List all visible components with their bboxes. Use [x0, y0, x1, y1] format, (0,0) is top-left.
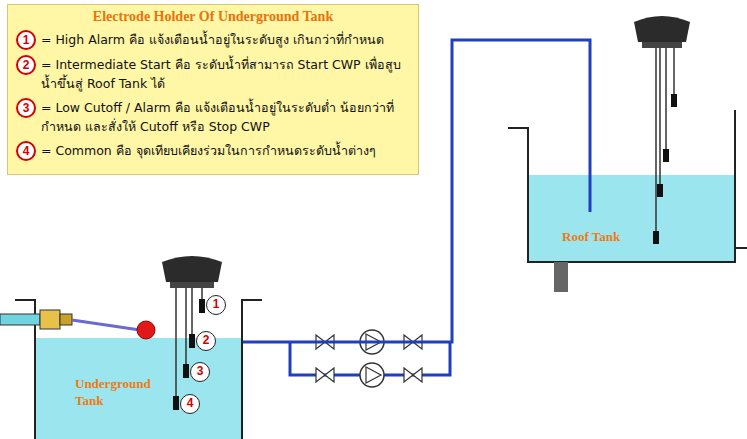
callout-number-text: 4 — [181, 395, 199, 412]
tank-wall — [508, 110, 747, 262]
tank-label: Underground Tank — [75, 375, 155, 409]
callout-number: 4 — [16, 141, 36, 161]
legend-row: 3 = Low Cutoff / Alarm คือ แจ้งเตือนน้ำอย… — [16, 98, 410, 136]
underground-tank: Underground Tank 1 2 3 4 — [35, 285, 243, 439]
callout-number-text: 3 — [18, 100, 34, 117]
pumps-valves — [316, 330, 422, 387]
callout-number: 2 — [16, 55, 36, 75]
water — [36, 338, 241, 439]
legend-description: = High Alarm คือ แจ้งเตือนน้ำอยู่ในระดับ… — [41, 30, 410, 49]
tank-wall — [15, 300, 262, 439]
outlet-pipe — [554, 262, 568, 292]
tank-label: Roof Tank — [562, 228, 620, 245]
electrode-holder — [162, 256, 222, 282]
legend-description: = Common คือ จุดเทียบเคียงร่วมในการกำหนด… — [41, 141, 410, 160]
callout-number: 4 — [180, 394, 200, 414]
discharge-pipe — [589, 110, 592, 212]
legend-box: Electrode Holder Of Underground Tank 1 = H… — [7, 4, 419, 175]
inlet-pipe — [0, 314, 40, 325]
legend-title: Electrode Holder Of Underground Tank — [16, 9, 410, 25]
legend-row: 2 = Intermediate Start คือ ระดับน้ำที่สาม… — [16, 55, 410, 93]
callout-number: 3 — [190, 362, 210, 382]
roof-tank: Roof Tank — [528, 110, 736, 263]
callout-number: 1 — [16, 30, 36, 50]
electrode-holder-base — [170, 282, 214, 288]
electrode-holder — [634, 16, 690, 42]
electrode-holder-base — [642, 42, 682, 48]
float-ball — [137, 321, 155, 339]
valve-fitting — [60, 314, 72, 325]
float-valve-body — [40, 310, 60, 329]
water — [529, 175, 734, 261]
electrode-rods — [656, 48, 674, 232]
callout-number: 1 — [206, 295, 226, 315]
legend-row: 1 = High Alarm คือ แจ้งเตือนน้ำอยู่ในระดั… — [16, 30, 410, 50]
legend-description: = Intermediate Start คือ ระดับน้ำที่สามา… — [41, 55, 410, 93]
callout-number-text: 2 — [197, 332, 215, 349]
callout-number-text: 4 — [18, 143, 34, 160]
float-arm — [72, 320, 140, 330]
legend-row: 4 = Common คือ จุดเทียบเคียงร่วมในการกำหน… — [16, 141, 410, 161]
callout-number-text: 3 — [191, 363, 209, 380]
callout-number-text: 2 — [18, 57, 34, 74]
callout-number-text: 1 — [18, 32, 34, 49]
legend-description: = Low Cutoff / Alarm คือ แจ้งเตือนน้ำอยู… — [41, 98, 410, 136]
callout-number: 3 — [16, 98, 36, 118]
callout-number-text: 1 — [207, 296, 225, 313]
electrode-tips — [653, 94, 677, 244]
callout-number: 2 — [196, 331, 216, 351]
